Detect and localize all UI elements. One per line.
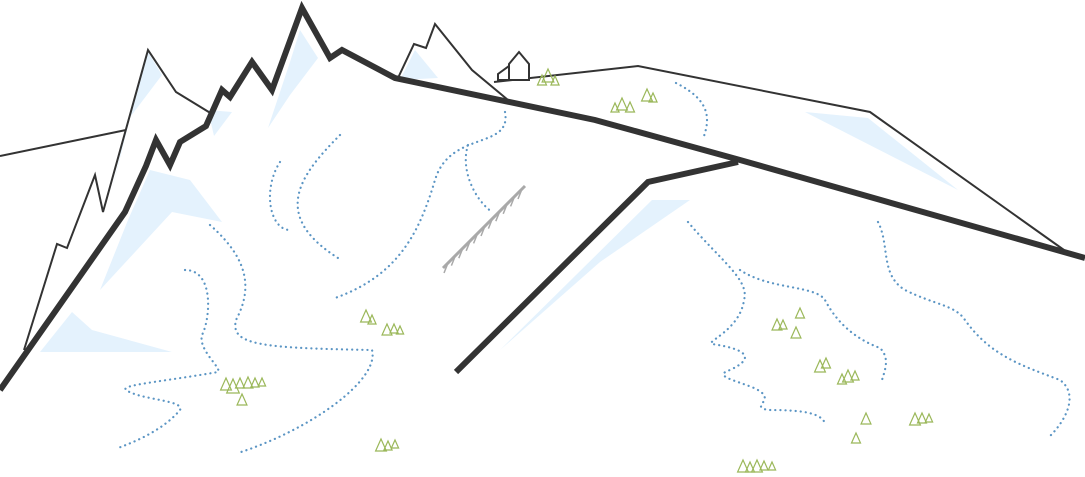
lift-tower xyxy=(509,196,516,207)
tree-icon xyxy=(624,100,636,113)
tree-icon xyxy=(389,322,399,334)
tree-icon xyxy=(916,411,928,424)
hut-main xyxy=(508,50,530,81)
tree-icon xyxy=(257,376,267,387)
main-ridges xyxy=(0,0,1085,392)
far-left-ridge xyxy=(0,129,127,157)
tree-icon xyxy=(744,460,756,473)
tree-icon xyxy=(550,74,560,86)
trail-west-upper[interactable] xyxy=(296,133,342,260)
hut-annex xyxy=(497,64,510,81)
snow-patch-summit xyxy=(268,30,318,128)
tree-icon xyxy=(794,306,806,319)
tree-icon xyxy=(736,458,750,473)
east-spur-ridge xyxy=(453,159,739,375)
tree-icon xyxy=(359,308,373,323)
snow-patch-west-face xyxy=(100,170,222,290)
tree-icon xyxy=(367,313,377,325)
left-peak-ridge xyxy=(23,47,213,351)
lift-tower xyxy=(465,240,471,252)
lift-tower xyxy=(472,233,479,244)
tree-icon xyxy=(778,318,788,330)
lift-towers xyxy=(443,188,523,274)
trail-east-wide[interactable] xyxy=(738,268,887,382)
mountain-hut-icon xyxy=(497,50,530,81)
tree-icon xyxy=(767,460,777,471)
tree-icon xyxy=(640,87,654,102)
tree-icon xyxy=(841,368,855,383)
tree-icon xyxy=(374,437,388,452)
tree-icon xyxy=(648,91,658,103)
tree-icon xyxy=(850,369,860,381)
snow-patch-shoulder xyxy=(208,110,232,136)
main-ridge xyxy=(0,0,1085,392)
snow-patch-left-peak xyxy=(112,52,162,190)
lift-tower xyxy=(487,218,494,229)
tree-icon xyxy=(390,438,400,449)
tree-icon xyxy=(236,392,248,406)
tree-clusters xyxy=(219,67,934,473)
lift-tower xyxy=(495,210,501,222)
tree-icon xyxy=(242,375,254,389)
snow-patch-north-peak xyxy=(400,50,438,80)
tree-icon xyxy=(771,317,783,331)
trail-center-short[interactable] xyxy=(464,143,494,214)
trail-west-inner[interactable] xyxy=(268,160,292,232)
lift-tower xyxy=(480,225,486,237)
tree-icon xyxy=(395,324,405,335)
tree-icon xyxy=(541,67,555,83)
lift-tower xyxy=(458,247,464,259)
snow-shading xyxy=(40,30,958,352)
tree-icon xyxy=(820,356,832,369)
lift-tower xyxy=(443,262,449,274)
tree-icon xyxy=(536,73,548,86)
ski-lift-icon[interactable] xyxy=(441,184,527,274)
snow-patch-base xyxy=(40,312,172,352)
tree-icon xyxy=(850,431,862,444)
lift-tower xyxy=(502,203,508,215)
north-peak-ridge xyxy=(397,22,509,101)
tree-icon xyxy=(383,439,393,451)
tree-icon xyxy=(750,458,764,473)
tree-icon xyxy=(225,377,241,394)
plateau-ridge xyxy=(493,64,1065,251)
tree-icon xyxy=(759,459,769,471)
tree-icon xyxy=(250,376,260,388)
snow-patch-plateau xyxy=(805,112,958,190)
ski-trails xyxy=(116,81,1071,455)
snow-patch-east-face xyxy=(500,200,690,350)
background-ridges xyxy=(0,22,1065,351)
tree-icon xyxy=(610,101,620,113)
trail-west-lower[interactable] xyxy=(116,268,220,450)
tree-icon xyxy=(924,412,934,423)
tree-icon xyxy=(790,325,802,339)
tree-icon xyxy=(234,376,246,389)
trail-far-east[interactable] xyxy=(876,220,1071,440)
trail-plateau[interactable] xyxy=(674,81,709,138)
tree-icon xyxy=(219,376,233,391)
tree-icon xyxy=(381,322,393,336)
trail-west-mid[interactable] xyxy=(208,223,374,455)
trail-east-slalom[interactable] xyxy=(686,220,828,427)
trail-center-long[interactable] xyxy=(333,110,507,300)
tree-icon xyxy=(615,96,629,111)
tree-icon xyxy=(860,411,872,425)
lift-tower xyxy=(450,255,457,266)
lift-tower xyxy=(517,188,523,200)
tree-icon xyxy=(908,411,922,426)
